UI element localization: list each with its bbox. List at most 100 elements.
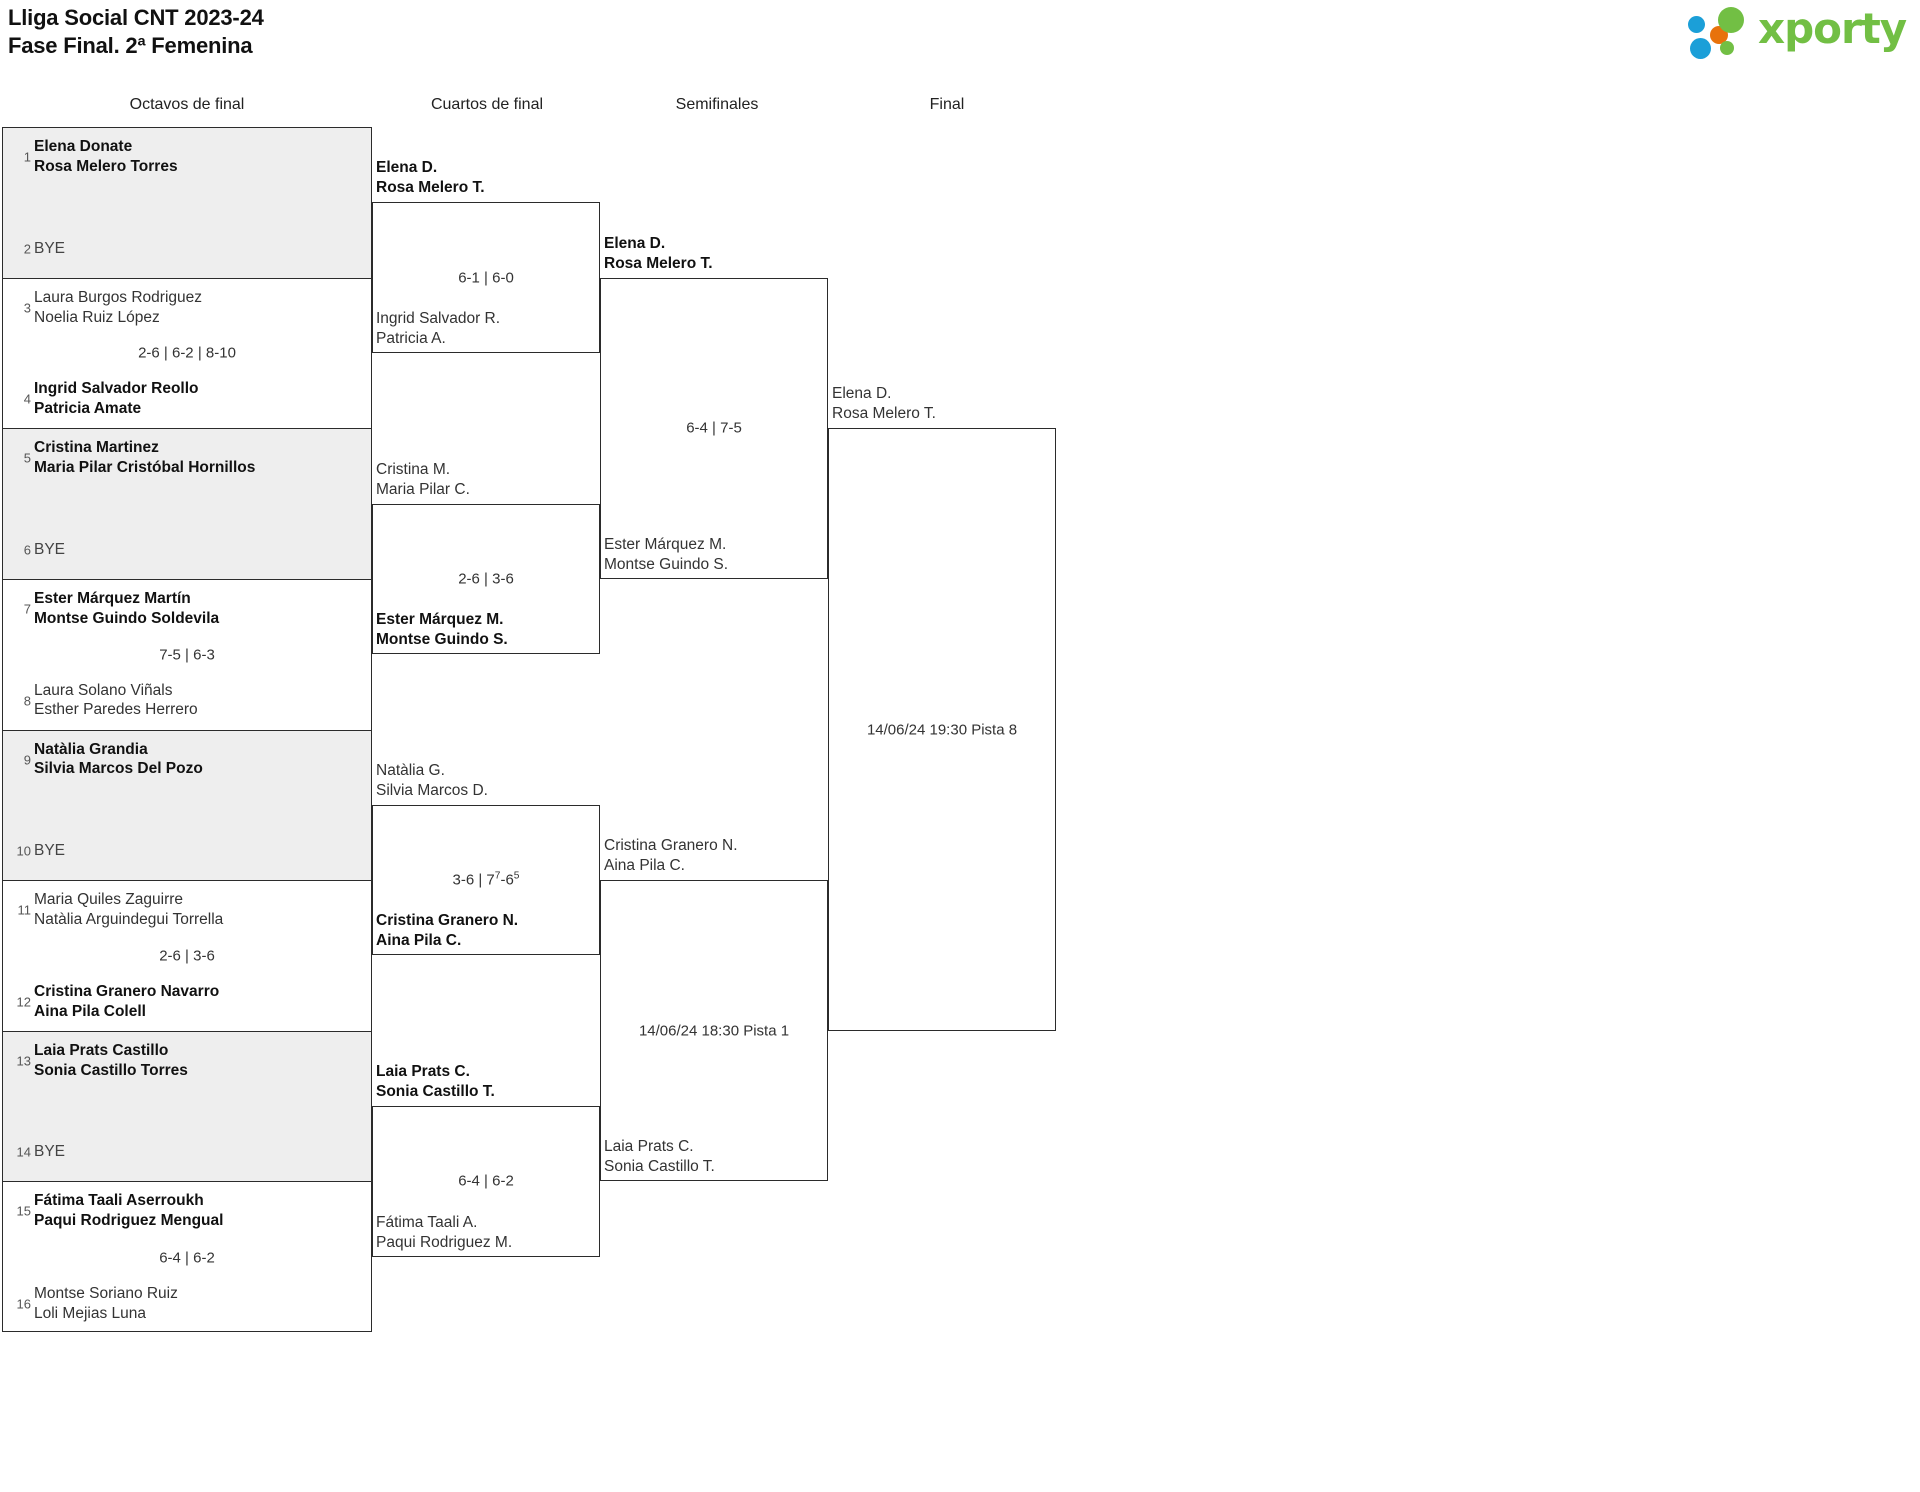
bye-label: BYE xyxy=(34,540,66,558)
round3-match-box[interactable]: 6-4 | 7-5 xyxy=(600,277,828,579)
entrant-names: BYE xyxy=(34,239,65,259)
entrant-player-2: Noelia Ruiz López xyxy=(34,308,160,326)
match-score: 14/06/24 18:30 Pista 1 xyxy=(638,1022,790,1040)
round4-match-box[interactable]: 14/06/24 19:30 Pista 8 xyxy=(828,428,1056,1031)
entrant-player-1: Elena D. xyxy=(832,385,892,403)
entrant-player-2: Aina Pila C. xyxy=(376,932,462,950)
logo-dot-blue-bottom xyxy=(1690,38,1711,59)
entrant-names: BYE xyxy=(34,841,65,861)
seed-number: 1 xyxy=(23,149,31,165)
round2-match-box[interactable]: 6-1 | 6-0 xyxy=(372,202,600,353)
entrant-player-2: Paqui Rodriguez Mengual xyxy=(34,1212,224,1230)
match-score: 3-6 | 77-65 xyxy=(452,870,520,889)
entrant-player-1: Ester Márquez M. xyxy=(604,535,727,553)
round2-match-box[interactable]: 6-4 | 6-2 xyxy=(372,1106,600,1257)
seed-number: 5 xyxy=(23,450,31,466)
entrant-player-2: Esther Paredes Herrero xyxy=(34,701,198,719)
entrant-names: BYE xyxy=(34,540,65,560)
entrant-player-2: Montse Guindo S. xyxy=(376,631,508,649)
round2-match-box[interactable]: 2-6 | 3-6 xyxy=(372,503,600,655)
entrant-player-1: Maria Quiles Zaguirre xyxy=(34,891,184,909)
entrant-player-1: Elena D. xyxy=(376,159,438,177)
entrant-player-2: Montse Guindo Soldevila xyxy=(34,609,220,627)
match-score: 6-4 | 7-5 xyxy=(686,419,742,437)
entrant-player-1: Laura Solano Viñals xyxy=(34,681,173,699)
round3-entrant[interactable]: Ester Márquez M.Montse Guindo S. xyxy=(604,535,728,575)
round2-entrant[interactable]: Ingrid Salvador R.Patricia A. xyxy=(376,309,500,349)
bye-label: BYE xyxy=(34,842,66,860)
entrant-player-2: Aina Pila Colell xyxy=(34,1002,146,1020)
seed-number: 16 xyxy=(16,1296,31,1312)
seed-number: 15 xyxy=(16,1203,31,1219)
round3-entrant[interactable]: Laia Prats C.Sonia Castillo T. xyxy=(604,1137,715,1177)
round2-entrant[interactable]: Cristina Granero N.Aina Pila C. xyxy=(376,911,518,951)
bye-label: BYE xyxy=(34,239,66,257)
entrant-player-2: Sonia Castillo T. xyxy=(376,1083,495,1101)
round2-entrant[interactable]: Elena D.Rosa Melero T. xyxy=(376,158,485,198)
entrant-player-1: Cristina Granero Navarro xyxy=(34,982,220,1000)
round3-entrant[interactable]: Elena D.Rosa Melero T. xyxy=(604,234,713,274)
entrant-player-1: Cristina M. xyxy=(376,460,451,478)
round2-entrant[interactable]: Cristina M. Maria Pilar C. xyxy=(376,460,470,500)
entrant-player-2: Maria Pilar C. xyxy=(376,480,470,498)
round-header-cuartos: Cuartos de final xyxy=(430,96,544,113)
entrant-player-1: Elena D. xyxy=(604,234,666,252)
match-score: 2-6 | 6-2 | 8-10 xyxy=(138,344,236,362)
entrant-player-2: Aina Pila C. xyxy=(604,857,685,875)
round2-entrant[interactable]: Ester Márquez M.Montse Guindo S. xyxy=(376,610,508,650)
entrant-player-1: Ingrid Salvador Reollo xyxy=(34,380,199,398)
round2-entrant[interactable]: Laia Prats C.Sonia Castillo T. xyxy=(376,1062,495,1102)
round2-entrant[interactable]: Natàlia G.Silvia Marcos D. xyxy=(376,761,488,801)
entrant-player-1: Laura Burgos Rodriguez xyxy=(34,288,203,306)
round2-entrant[interactable]: Fátima Taali A.Paqui Rodriguez M. xyxy=(376,1213,512,1253)
round2-match-box[interactable]: 3-6 | 77-65 xyxy=(372,804,600,956)
round3-entrant[interactable]: Cristina Granero N.Aina Pila C. xyxy=(604,836,738,876)
entrant-names: BYE xyxy=(34,1142,65,1162)
page-title: Lliga Social CNT 2023-24 Fase Final. 2ª … xyxy=(8,4,264,60)
entrant-player-1: Ingrid Salvador R. xyxy=(376,309,501,327)
logo-wordmark: xporty xyxy=(1758,4,1907,53)
round4-entrant[interactable]: Elena D.Rosa Melero T. xyxy=(832,384,936,424)
seed-number: 9 xyxy=(23,752,31,767)
round3-match-box[interactable]: 14/06/24 18:30 Pista 1 xyxy=(600,880,828,1182)
entrant-player-1: Elena Donate xyxy=(34,138,133,156)
title-line-2: Fase Final. 2ª Femenina xyxy=(8,33,253,59)
xporty-logo: xporty xyxy=(1684,6,1908,62)
logo-dot-blue-top xyxy=(1688,16,1705,33)
match-score: 7-5 | 6-3 xyxy=(159,646,215,664)
seed-number: 13 xyxy=(16,1053,31,1069)
